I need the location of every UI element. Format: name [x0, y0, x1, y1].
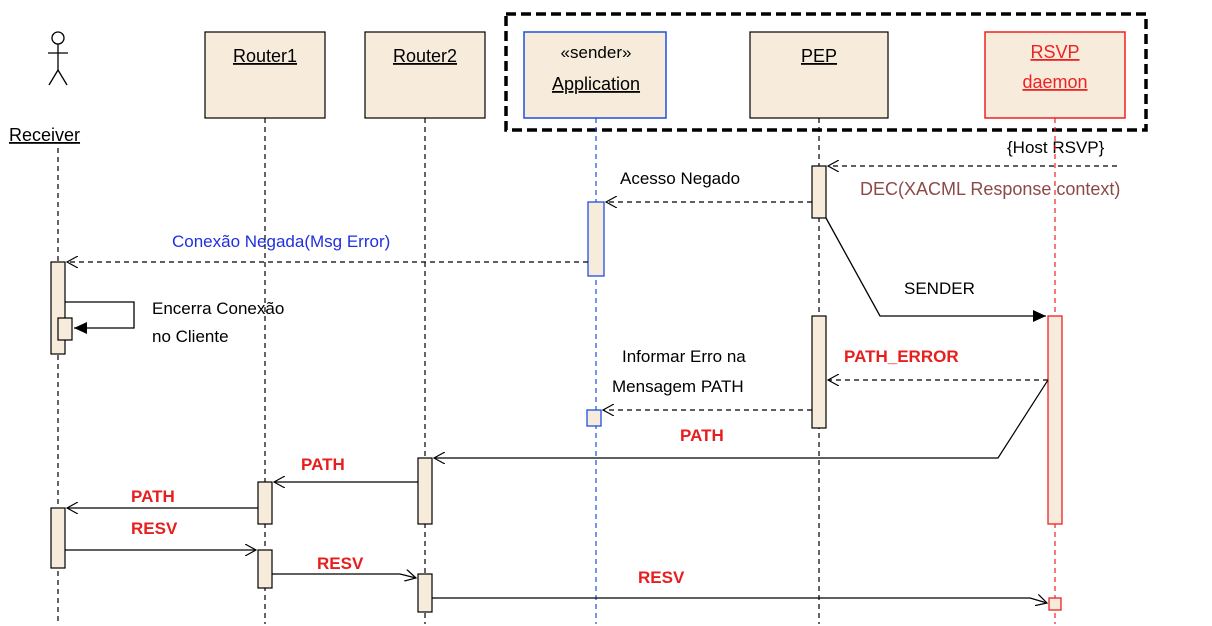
- resv-router2-rsvp-arrow: [432, 598, 1047, 603]
- rsvp-activation-2: [1048, 597, 1062, 611]
- path-rsvp-router2-arrow: [434, 379, 1049, 458]
- receiver-activation-2: [50, 507, 66, 569]
- conexao-negada-label: Conexão Negada(Msg Error): [172, 232, 390, 251]
- receiver-label: Receiver: [9, 125, 80, 145]
- pep-activation-2: [811, 315, 827, 429]
- informar-label-line1: Informar Erro na: [622, 347, 746, 366]
- sender-label: SENDER: [904, 279, 975, 298]
- rsvp-activation-1: [1047, 315, 1063, 525]
- encerra-conexao-arrow: [65, 301, 135, 334]
- resv-router1-router2-arrow: [272, 574, 416, 578]
- receiver-actor-icon: [48, 31, 68, 86]
- informar-label-line2: Mensagem PATH: [612, 377, 744, 396]
- router1-box: [204, 31, 326, 119]
- host-rsvp-label: {Host RSVP}: [1007, 138, 1105, 157]
- router1-activation-1: [257, 481, 273, 525]
- router2-activation-1: [417, 457, 433, 525]
- dec-label: DEC(XACML Response context): [860, 179, 1120, 199]
- rsvp-label-line2: daemon: [1022, 72, 1087, 92]
- application-activation-1: [587, 201, 605, 277]
- router1-label: Router1: [233, 46, 297, 66]
- receiver-self-activation: [57, 317, 73, 341]
- sender-arrow: [825, 217, 1046, 322]
- resv-router1-router2-label: RESV: [317, 554, 364, 573]
- acesso-negado-label: Acesso Negado: [620, 169, 740, 188]
- path-rsvp-router2-label: PATH: [680, 426, 724, 445]
- rsvp-daemon-box: [984, 31, 1126, 119]
- encerra-label-line1: Encerra Conexão: [152, 299, 284, 318]
- host-rsvp-frame: [504, 12, 1148, 132]
- resv-router2-rsvp-label: RESV: [638, 568, 685, 587]
- path-router1-receiver-label: PATH: [131, 487, 175, 506]
- application-label: Application: [552, 74, 640, 94]
- path-error-label: PATH_ERROR: [844, 347, 959, 366]
- pep-box: [749, 31, 889, 119]
- router2-label: Router2: [393, 46, 457, 66]
- pep-label: PEP: [801, 46, 837, 66]
- encerra-label-line2: no Cliente: [152, 327, 229, 346]
- router2-box: [364, 31, 486, 119]
- pep-activation-1: [811, 165, 827, 219]
- application-stereotype: «sender»: [561, 43, 632, 62]
- rsvp-label-line1: RSVP: [1030, 42, 1079, 62]
- application-box: [523, 31, 667, 119]
- application-activation-2: [586, 409, 602, 427]
- path-router2-router1-label: PATH: [301, 455, 345, 474]
- router2-activation-2: [417, 573, 433, 613]
- router1-activation-2: [257, 549, 273, 589]
- resv-receiver-router1-label: RESV: [131, 519, 178, 538]
